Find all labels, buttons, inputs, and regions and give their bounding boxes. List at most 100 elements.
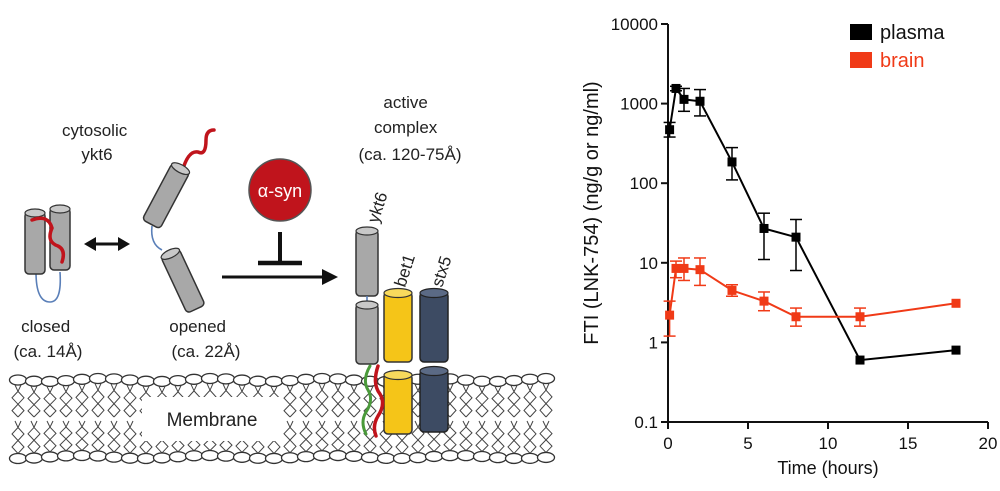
lipid-head-bottom — [120, 452, 140, 464]
lipid-head-bottom — [200, 449, 220, 462]
lipid-head-top — [104, 373, 124, 385]
lipid-tail — [305, 384, 313, 418]
lipid-head-bottom — [184, 450, 204, 462]
legend-label-brain: brain — [880, 50, 924, 72]
alpha-syn-inhibitor: α-syn — [248, 158, 312, 266]
closed-helix-1 — [24, 211, 46, 275]
lipid-head-bottom — [472, 450, 492, 463]
lipid-tail — [289, 385, 297, 418]
ykt6-upper-cap — [355, 226, 379, 236]
data-point — [679, 263, 689, 273]
membrane-top-heads — [8, 372, 556, 388]
lipid-tail — [11, 384, 19, 418]
chart-legend: plasma brain — [850, 22, 945, 72]
y-tick-label: 1000 — [620, 95, 658, 114]
lipid-head-bottom — [392, 452, 412, 465]
lipid-tail — [513, 385, 521, 418]
lipid-head-bottom — [328, 449, 348, 462]
lipid-tail — [411, 384, 419, 418]
equilibrium-double-arrow — [84, 237, 130, 251]
active-label-line-3: (ca. 120-75Å) — [359, 145, 462, 164]
lipid-head-bottom — [216, 450, 236, 462]
lipid-tail — [59, 420, 67, 452]
lipid-tail — [443, 420, 451, 451]
lipid-tail — [17, 420, 25, 454]
lipid-tail — [129, 420, 137, 454]
opened-helix-2-cap — [160, 247, 181, 260]
lipid-tail — [11, 420, 19, 454]
y-axis-label: FTI (LNK-754) (ng/g or ng/ml) — [581, 81, 603, 344]
lipid-tail — [369, 386, 377, 418]
lipid-head-bottom — [440, 449, 460, 462]
lipid-head-bottom — [232, 451, 252, 463]
ykt6-lower-helix — [355, 303, 379, 365]
cytosolic-label-line-1: cytosolic — [62, 121, 128, 140]
series-line-brain — [668, 267, 957, 318]
legend-swatch-plasma — [850, 24, 872, 40]
lipid-tail — [353, 384, 361, 418]
stx5-tmd-cap — [419, 365, 449, 377]
stx5-tmd — [419, 369, 449, 433]
lipid-head-top — [200, 372, 220, 385]
data-point — [855, 355, 865, 365]
closed-label: closed (ca. 14Å) — [14, 317, 83, 361]
lipid-tail — [289, 420, 297, 454]
lipid-head-bottom — [40, 451, 60, 463]
lipid-tail — [353, 420, 361, 452]
lipid-tail — [475, 420, 483, 452]
lipid-head-top — [168, 374, 188, 387]
lipid-head-top — [280, 374, 300, 387]
active-complex-label: active complex (ca. 120-75Å) — [359, 93, 462, 164]
lipid-tail — [497, 386, 505, 418]
lipid-tail — [283, 385, 291, 418]
lipid-head-top — [344, 374, 364, 386]
series-line-plasma — [668, 85, 957, 362]
lipid-head-top — [456, 374, 476, 386]
lipid-tail — [107, 420, 115, 453]
bet1-label: bet1 — [391, 252, 419, 289]
lipid-tail — [305, 420, 313, 452]
x-tick-label: 20 — [979, 434, 998, 453]
ykt6-label: ykt6 — [364, 190, 392, 226]
lipid-head-bottom — [360, 451, 380, 464]
closed-ykt6 — [24, 204, 71, 303]
lipid-head-bottom — [248, 452, 268, 464]
lipid-head-top — [136, 375, 156, 387]
stx5-helix — [419, 291, 449, 363]
lipid-tail — [529, 384, 537, 418]
lipid-head-top — [8, 374, 28, 386]
data-point — [791, 232, 801, 242]
opened-label: opened (ca. 22Å) — [169, 317, 240, 361]
lipid-tail — [337, 383, 345, 418]
lipid-tail — [123, 384, 131, 418]
lipid-head-top — [312, 372, 332, 385]
legend-label-plasma: plasma — [880, 22, 945, 44]
lipid-head-top — [488, 375, 508, 388]
lipid-tail — [459, 384, 467, 418]
lipid-head-bottom — [408, 451, 428, 464]
alpha-syn-circle — [248, 158, 312, 222]
opened-helix-1-cap — [170, 162, 191, 176]
lipid-tail — [481, 386, 489, 418]
membrane-label-box — [142, 397, 282, 441]
lipid-head-bottom — [264, 452, 284, 465]
closed-helix-2-cap — [49, 204, 71, 214]
lipid-head-top — [536, 372, 556, 385]
lipid-head-bottom — [488, 451, 508, 464]
lipid-tail — [97, 420, 105, 452]
ykt6-upper-helix — [355, 229, 379, 297]
ykt6-membrane-anchor-red — [372, 364, 385, 438]
lipid-head-top — [152, 375, 172, 388]
opened-label-line-1: opened — [169, 317, 226, 336]
lipid-tail — [75, 420, 83, 451]
lipid-tail — [49, 386, 57, 418]
lipid-head-top — [216, 373, 236, 385]
lipid-head-bottom — [424, 450, 444, 463]
opened-tail — [180, 128, 216, 174]
closed-linker — [35, 271, 62, 303]
y-tick-label: 10000 — [611, 15, 658, 34]
cytosolic-label-line-2: ykt6 — [81, 145, 112, 164]
lipid-head-bottom — [152, 452, 172, 464]
lipid-head-bottom — [136, 452, 156, 465]
data-point — [759, 296, 769, 306]
